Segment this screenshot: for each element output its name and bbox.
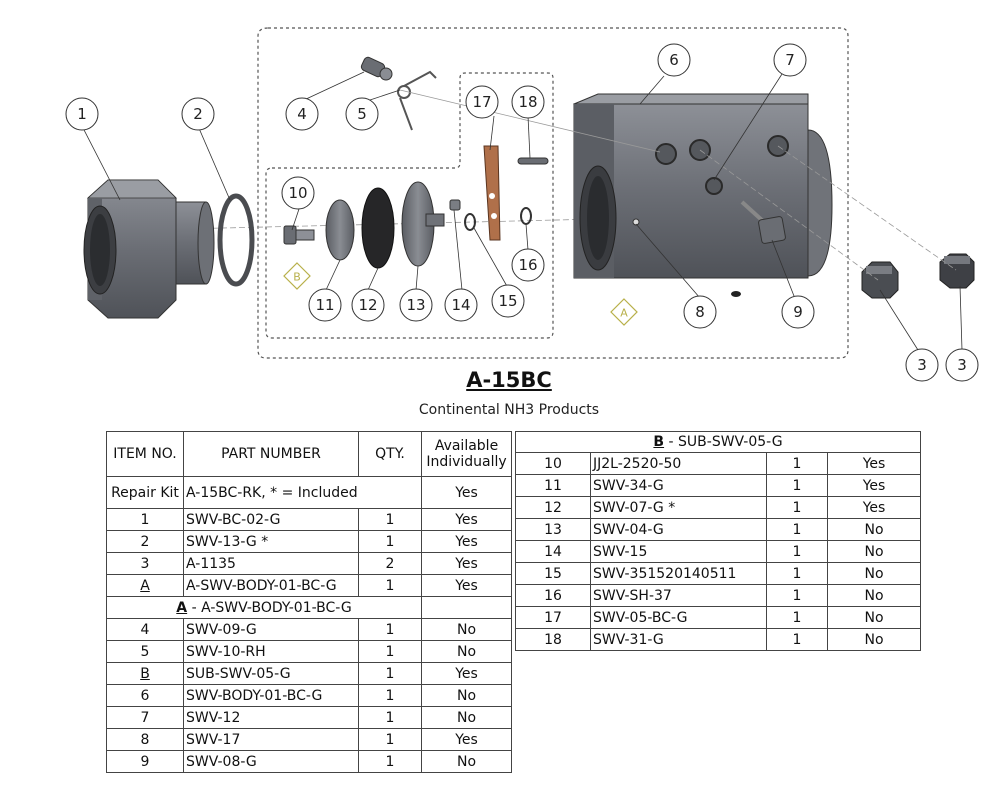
repair-kit-available: Yes xyxy=(421,476,512,509)
callout-3-left: 3 xyxy=(917,356,927,374)
part-17-lever xyxy=(483,145,501,241)
part-10-screw xyxy=(283,225,315,245)
marker-b: B xyxy=(283,262,311,290)
repair-kit-part: A-15BC-RK, * = Included xyxy=(183,476,422,509)
callout-16: 16 xyxy=(518,256,537,274)
marker-a: A xyxy=(610,298,638,326)
repair-kit-item: Repair Kit xyxy=(106,476,184,509)
part-16-ring xyxy=(520,207,532,225)
part-1-hex-fitting xyxy=(83,179,215,319)
drawing-subtitle: Continental NH3 Products xyxy=(418,402,600,418)
callout-8: 8 xyxy=(695,303,705,321)
callout-2: 2 xyxy=(193,105,203,123)
callout-14: 14 xyxy=(451,296,470,314)
header-item-no: ITEM NO. xyxy=(106,431,184,477)
section-header-b: B - SUB-SWV-05-G xyxy=(515,431,921,453)
callout-15: 15 xyxy=(498,292,517,310)
part-18-pin xyxy=(517,157,549,165)
part-15-ring xyxy=(464,213,476,231)
callout-10: 10 xyxy=(288,184,307,202)
callout-11: 11 xyxy=(315,296,334,314)
callout-1: 1 xyxy=(77,105,87,123)
callout-12: 12 xyxy=(358,296,377,314)
callout-4: 4 xyxy=(297,105,307,123)
callout-17: 17 xyxy=(472,93,491,111)
exploded-view-diagram: 1 2 4 5 17 18 10 11 12 13 14 15 16 6 7 8… xyxy=(65,27,979,382)
header-part-number: PART NUMBER xyxy=(183,431,359,477)
table-row: 10 JJ2L-2520-50 1 Yes xyxy=(515,452,921,475)
part-2-o-ring xyxy=(217,193,255,287)
subassembly-b-outline xyxy=(265,72,554,339)
callout-6: 6 xyxy=(669,51,679,69)
assembly-a-outline xyxy=(257,27,849,359)
part-8-ball xyxy=(731,291,741,297)
svg-text:B: B xyxy=(293,271,301,284)
part-5-spring xyxy=(397,70,437,131)
part-11-disc xyxy=(325,199,355,261)
part-3-plug-right xyxy=(939,253,975,289)
callout-5: 5 xyxy=(357,105,367,123)
callout-7: 7 xyxy=(785,51,795,69)
part-14-pin xyxy=(449,199,461,211)
header-qty: QTY. xyxy=(358,431,422,477)
section-header-a: A - A-SWV-BODY-01-BC-G xyxy=(106,596,512,619)
part-12-seal xyxy=(361,187,395,269)
bom-table-subassembly-b: B - SUB-SWV-05-G 10 JJ2L-2520-50 1 Yes 1… xyxy=(515,431,921,651)
callout-9: 9 xyxy=(793,303,803,321)
part-4-pin xyxy=(360,56,393,81)
callout-3-right: 3 xyxy=(957,356,967,374)
callout-18: 18 xyxy=(518,93,537,111)
part-9-plug xyxy=(740,200,786,244)
svg-text:A: A xyxy=(620,307,628,320)
callout-13: 13 xyxy=(406,296,425,314)
part-3-plug-left xyxy=(861,261,899,299)
drawing-title: A-15BC xyxy=(466,368,552,392)
part-6-body xyxy=(572,93,833,279)
part-13-valve xyxy=(401,181,445,267)
